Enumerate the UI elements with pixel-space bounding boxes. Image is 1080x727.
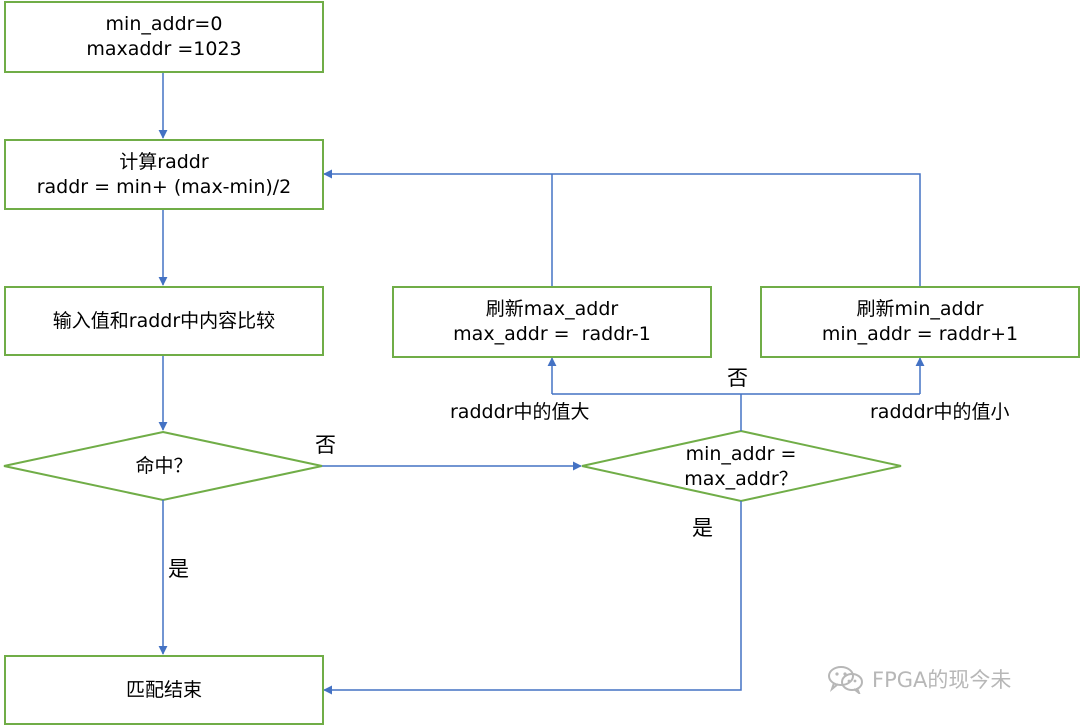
label-equal-yes: 是 bbox=[692, 516, 713, 540]
label-equal-no: 否 bbox=[727, 366, 748, 390]
box-calc-line2: raddr = min+ (max-min)/2 bbox=[36, 175, 292, 198]
box-calc-line1: 计算raddr bbox=[119, 150, 209, 173]
box-update-min-line1: 刷新min_addr bbox=[856, 298, 984, 320]
decision-equal: min_addr = max_addr？ bbox=[651, 441, 831, 493]
box-end: 匹配结束 bbox=[4, 655, 324, 725]
box-calc: 计算raddr raddr = min+ (max-min)/2 bbox=[4, 139, 324, 210]
watermark: FPGA的现今未 bbox=[826, 664, 1011, 694]
label-hit-no: 否 bbox=[315, 433, 336, 457]
label-value-small: radddr中的值小 bbox=[870, 401, 1010, 423]
box-init-line2: maxaddr =1023 bbox=[86, 38, 242, 60]
wechat-icon bbox=[828, 666, 863, 694]
box-update-max-line2: max_addr = raddr-1 bbox=[453, 323, 651, 345]
box-compare-line1: 输入值和raddr中内容比较 bbox=[52, 309, 276, 332]
decision-hit: 命中？ bbox=[84, 446, 244, 486]
decision-equal-line2: max_addr？ bbox=[684, 468, 798, 490]
box-update-max: 刷新max_addr max_addr = raddr-1 bbox=[392, 286, 712, 358]
box-update-min: 刷新min_addr min_addr = raddr+1 bbox=[760, 286, 1080, 358]
arrow-equal-yes-to-end bbox=[323, 501, 742, 695]
box-update-max-line1: 刷新max_addr bbox=[485, 298, 619, 320]
watermark-text: FPGA的现今未 bbox=[872, 668, 1012, 692]
box-compare: 输入值和raddr中内容比较 bbox=[4, 286, 324, 356]
box-end-line1: 匹配结束 bbox=[125, 678, 202, 701]
decision-equal-line1: min_addr = bbox=[685, 443, 797, 465]
box-update-min-line2: min_addr = raddr+1 bbox=[821, 323, 1019, 345]
box-init-line1: min_addr=0 bbox=[105, 13, 223, 35]
label-hit-yes: 是 bbox=[168, 557, 189, 581]
arrow-update-min-loop bbox=[323, 169, 921, 286]
box-init: min_addr=0 maxaddr =1023 bbox=[4, 1, 324, 73]
label-value-large: radddr中的值大 bbox=[450, 401, 590, 423]
decision-hit-line1: 命中？ bbox=[135, 454, 193, 477]
